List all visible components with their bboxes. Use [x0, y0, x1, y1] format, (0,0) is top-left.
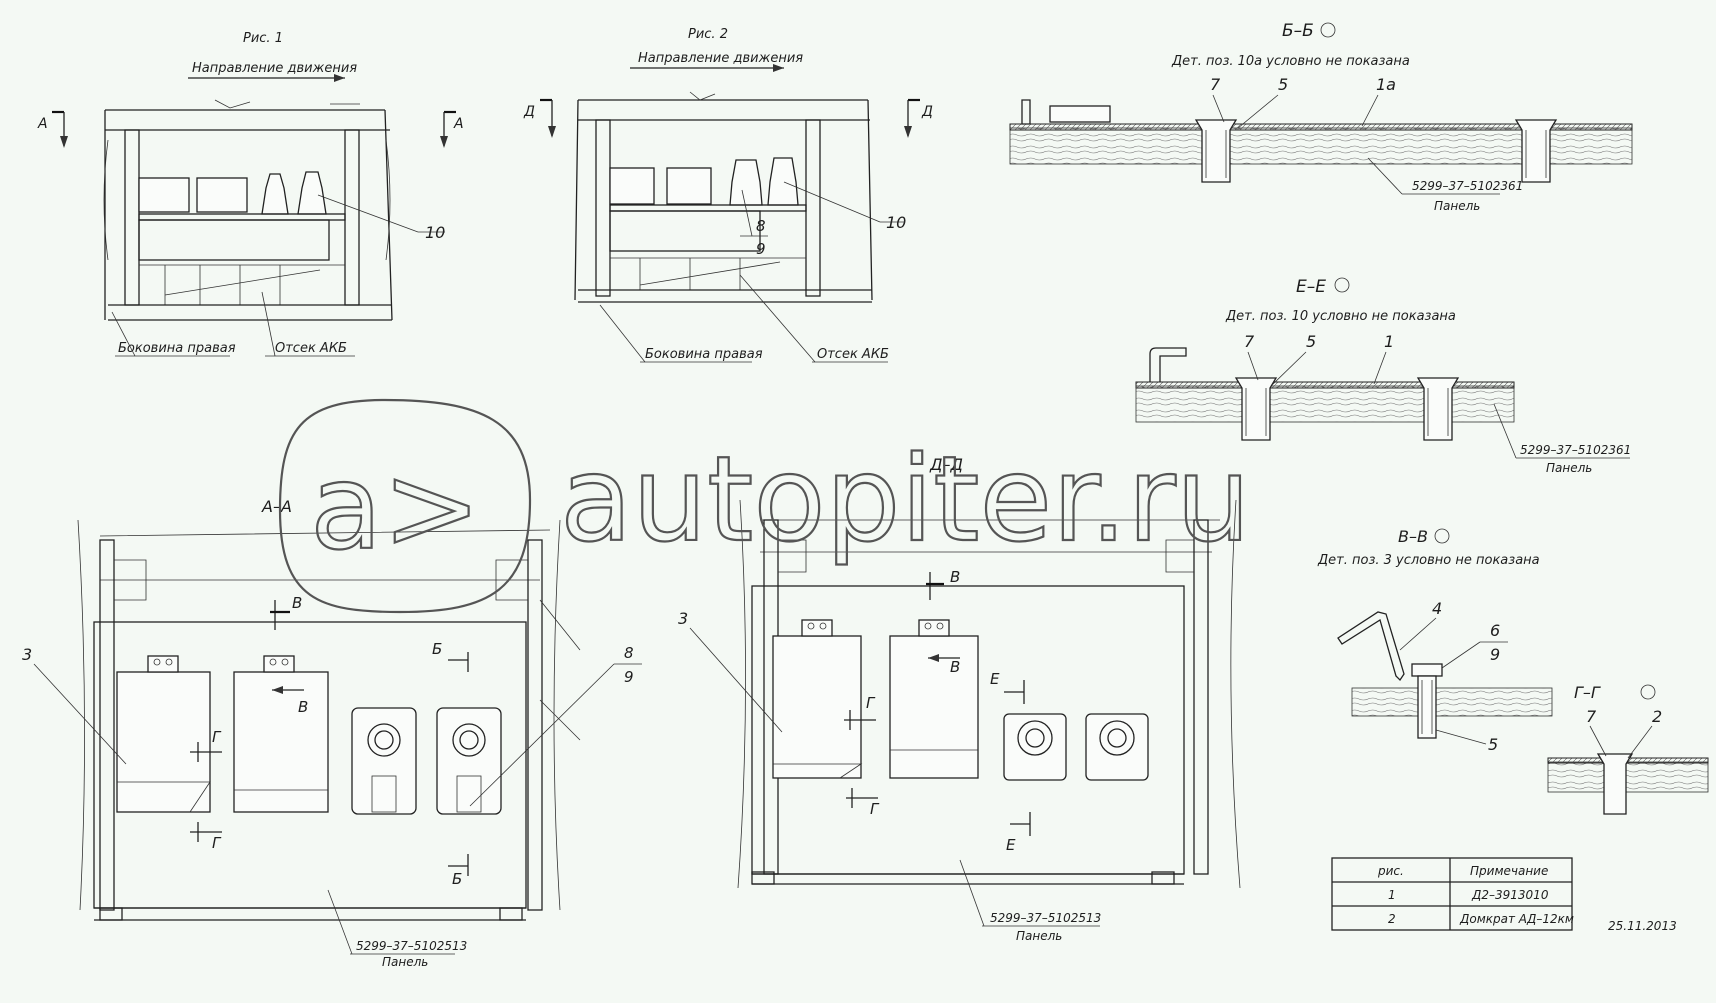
view-dd-e2: Е	[1006, 836, 1016, 854]
section-vv-note: Дет. поз. 3 условно не показана	[1317, 553, 1540, 568]
section-ee: Е–Е Дет. поз. 10 условно не показана 7 5…	[1135, 277, 1631, 475]
fig2-direction: Направление движения	[638, 51, 803, 66]
fig1-section-right: А	[453, 116, 464, 132]
fig2-section-left: Д	[523, 104, 535, 120]
fig2-callout-8: 8	[756, 217, 766, 235]
fig2-callout-10: 10	[886, 213, 906, 232]
section-ee-c5: 5	[1306, 332, 1316, 351]
figure-2: Рис. 2 Направление движения Д Д 8 9 10 Б…	[523, 27, 933, 363]
section-gg-c2: 2	[1652, 707, 1662, 726]
view-aa-c9: 9	[624, 668, 634, 686]
view-dd-g2: Г	[870, 800, 880, 818]
table-row-2-fig: 2	[1388, 912, 1396, 926]
section-ee-c1: 1	[1384, 332, 1394, 351]
view-dd: Д–Д 3 В В Е Е Г Г 5299–37–5102513	[678, 455, 1241, 943]
view-aa-v: В	[292, 594, 302, 612]
section-bb-part: 5299–37–5102361	[1412, 179, 1523, 193]
section-bb-title: Б–Б	[1282, 21, 1314, 41]
table-header-fig: рис.	[1377, 864, 1404, 878]
table-row-1-note: Д2–3913010	[1471, 888, 1549, 902]
view-dd-part-name: Панель	[1016, 929, 1062, 943]
view-aa-g2: Г	[212, 834, 222, 852]
fig1-title: Рис. 1	[243, 31, 283, 46]
fig1-section-left: А	[37, 116, 48, 132]
fig1-direction: Направление движения	[192, 61, 357, 76]
section-vv-title: В–В	[1398, 527, 1428, 546]
section-gg-c7: 7	[1586, 707, 1597, 726]
view-aa-part-name: Панель	[382, 955, 428, 969]
watermark: a> autopiter.ru	[278, 398, 1252, 614]
section-ee-note: Дет. поз. 10 условно не показана	[1225, 309, 1456, 324]
section-ee-part: 5299–37–5102361	[1520, 443, 1631, 457]
view-aa: А–А 3 8 9 В В Б Б	[22, 497, 642, 969]
section-ee-part-name: Панель	[1546, 461, 1592, 475]
view-dd-v2: В	[950, 658, 960, 676]
watermark-logo-badge	[278, 398, 532, 614]
section-vv-c6: 6	[1490, 621, 1500, 640]
section-vv-c4: 4	[1432, 599, 1442, 618]
fig1-label-side: Боковина правая	[118, 341, 236, 356]
fig1-callout-10: 10	[425, 223, 445, 242]
section-bb-c5: 5	[1278, 75, 1288, 94]
view-aa-b2: Б	[452, 870, 462, 888]
section-vv-c9: 9	[1490, 645, 1500, 664]
section-vv: В–В Дет. поз. 3 условно не показана 4 6 …	[1317, 527, 1553, 754]
fig2-section-right: Д	[921, 104, 933, 120]
view-aa-g: Г	[212, 728, 222, 746]
section-bb-c1a: 1а	[1376, 75, 1396, 94]
view-aa-c8: 8	[624, 644, 634, 662]
view-aa-c3: 3	[22, 645, 32, 664]
section-bb-note: Дет. поз. 10а условно не показана	[1171, 54, 1410, 69]
table-row-2-note: Домкрат АД–12км	[1459, 912, 1574, 926]
figure-1: Рис. 1 Направление движения А А 10 Боков…	[37, 31, 464, 357]
section-gg: Г–Г 7 2	[1547, 683, 1709, 815]
section-bb: Б–Б Дет. поз. 10а условно не показана 7 …	[1009, 21, 1633, 213]
view-aa-title: А–А	[261, 497, 292, 516]
view-aa-part: 5299–37–5102513	[356, 939, 467, 953]
section-vv-c5: 5	[1488, 735, 1498, 754]
section-ee-c7: 7	[1244, 332, 1255, 351]
drawing-date: 25.11.2013	[1608, 919, 1677, 933]
view-dd-e: Е	[990, 670, 1000, 688]
view-dd-v: В	[950, 568, 960, 586]
section-bb-c7: 7	[1210, 75, 1221, 94]
notes-table: рис. Примечание 1 Д2–3913010 2 Домкрат А…	[1331, 857, 1574, 931]
view-aa-v2: В	[298, 698, 308, 716]
view-dd-part: 5299–37–5102513	[990, 911, 1101, 925]
table-row-1-fig: 1	[1388, 888, 1396, 902]
section-ee-title: Е–Е	[1296, 277, 1326, 297]
watermark-logo-text: a>	[310, 438, 481, 576]
view-dd-g: Г	[866, 694, 876, 712]
view-aa-b: Б	[432, 640, 442, 658]
section-bb-part-name: Панель	[1434, 199, 1480, 213]
fig2-callout-9: 9	[756, 240, 766, 258]
view-dd-title: Д–Д	[929, 455, 963, 474]
table-header-note: Примечание	[1470, 864, 1548, 878]
watermark-text: autopiter.ru	[560, 430, 1251, 568]
fig1-label-battery: Отсек АКБ	[275, 341, 347, 356]
section-gg-title: Г–Г	[1574, 683, 1601, 702]
fig2-label-battery: Отсек АКБ	[817, 347, 889, 362]
fig2-label-side: Боковина правая	[645, 347, 763, 362]
fig2-title: Рис. 2	[688, 27, 728, 42]
view-dd-c3: 3	[678, 609, 688, 628]
